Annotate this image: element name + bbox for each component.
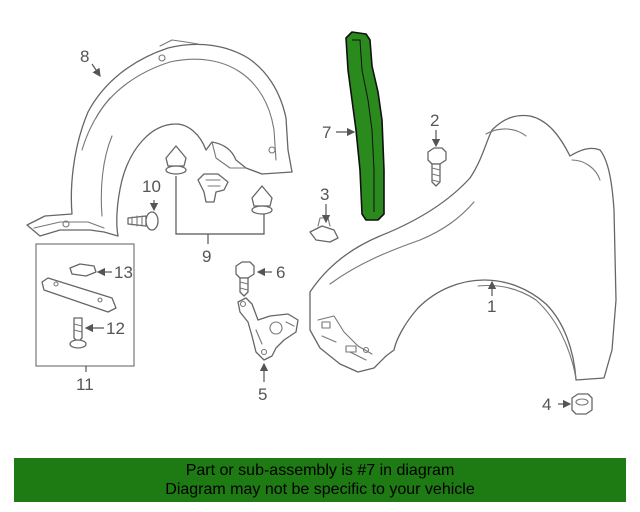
callout-11: 11 <box>76 375 94 394</box>
screw-part-10[interactable] <box>127 211 159 231</box>
callout-2: 2 <box>430 111 439 130</box>
bolt-part-2[interactable] <box>427 147 447 187</box>
callout-13: 13 <box>114 263 133 282</box>
callout-8: 8 <box>80 47 89 66</box>
bracket-strip-part-11[interactable] <box>41 277 117 313</box>
callout-10: 10 <box>142 177 161 196</box>
bracket-part-5[interactable] <box>237 297 299 361</box>
nut-part-4[interactable] <box>571 393 593 415</box>
wheelhouse-liner-part[interactable] <box>26 39 293 237</box>
parts-diagram: 8 7 2 3 1 4 5 6 10 9 13 12 11 <box>26 31 617 415</box>
callout-9: 9 <box>202 247 211 266</box>
screw-part-12[interactable] <box>69 317 87 349</box>
leader-lines <box>84 63 572 409</box>
sub-assembly-box-11 <box>35 243 135 367</box>
callout-5: 5 <box>258 385 267 404</box>
callout-3: 3 <box>320 185 329 204</box>
fender-seal-part-7[interactable] <box>345 31 385 221</box>
retainer-part-13[interactable] <box>69 263 97 277</box>
callout-7: 7 <box>322 123 331 142</box>
callout-4: 4 <box>542 395 551 414</box>
fender-part[interactable] <box>309 114 617 381</box>
push-pin-clips-part-9[interactable] <box>165 145 273 215</box>
callout-6: 6 <box>276 263 285 282</box>
callout-1: 1 <box>487 297 496 316</box>
notice-line-1: Part or sub-assembly is #7 in diagram <box>185 462 455 479</box>
bolt-part-6[interactable] <box>235 261 255 297</box>
notice-line-2: Diagram may not be specific to your vehi… <box>165 481 475 498</box>
clip-part-3[interactable] <box>309 217 339 243</box>
callout-12: 12 <box>106 319 125 338</box>
vehicle-fit-notice-bar: Part or sub-assembly is #7 in diagram Di… <box>14 458 626 502</box>
